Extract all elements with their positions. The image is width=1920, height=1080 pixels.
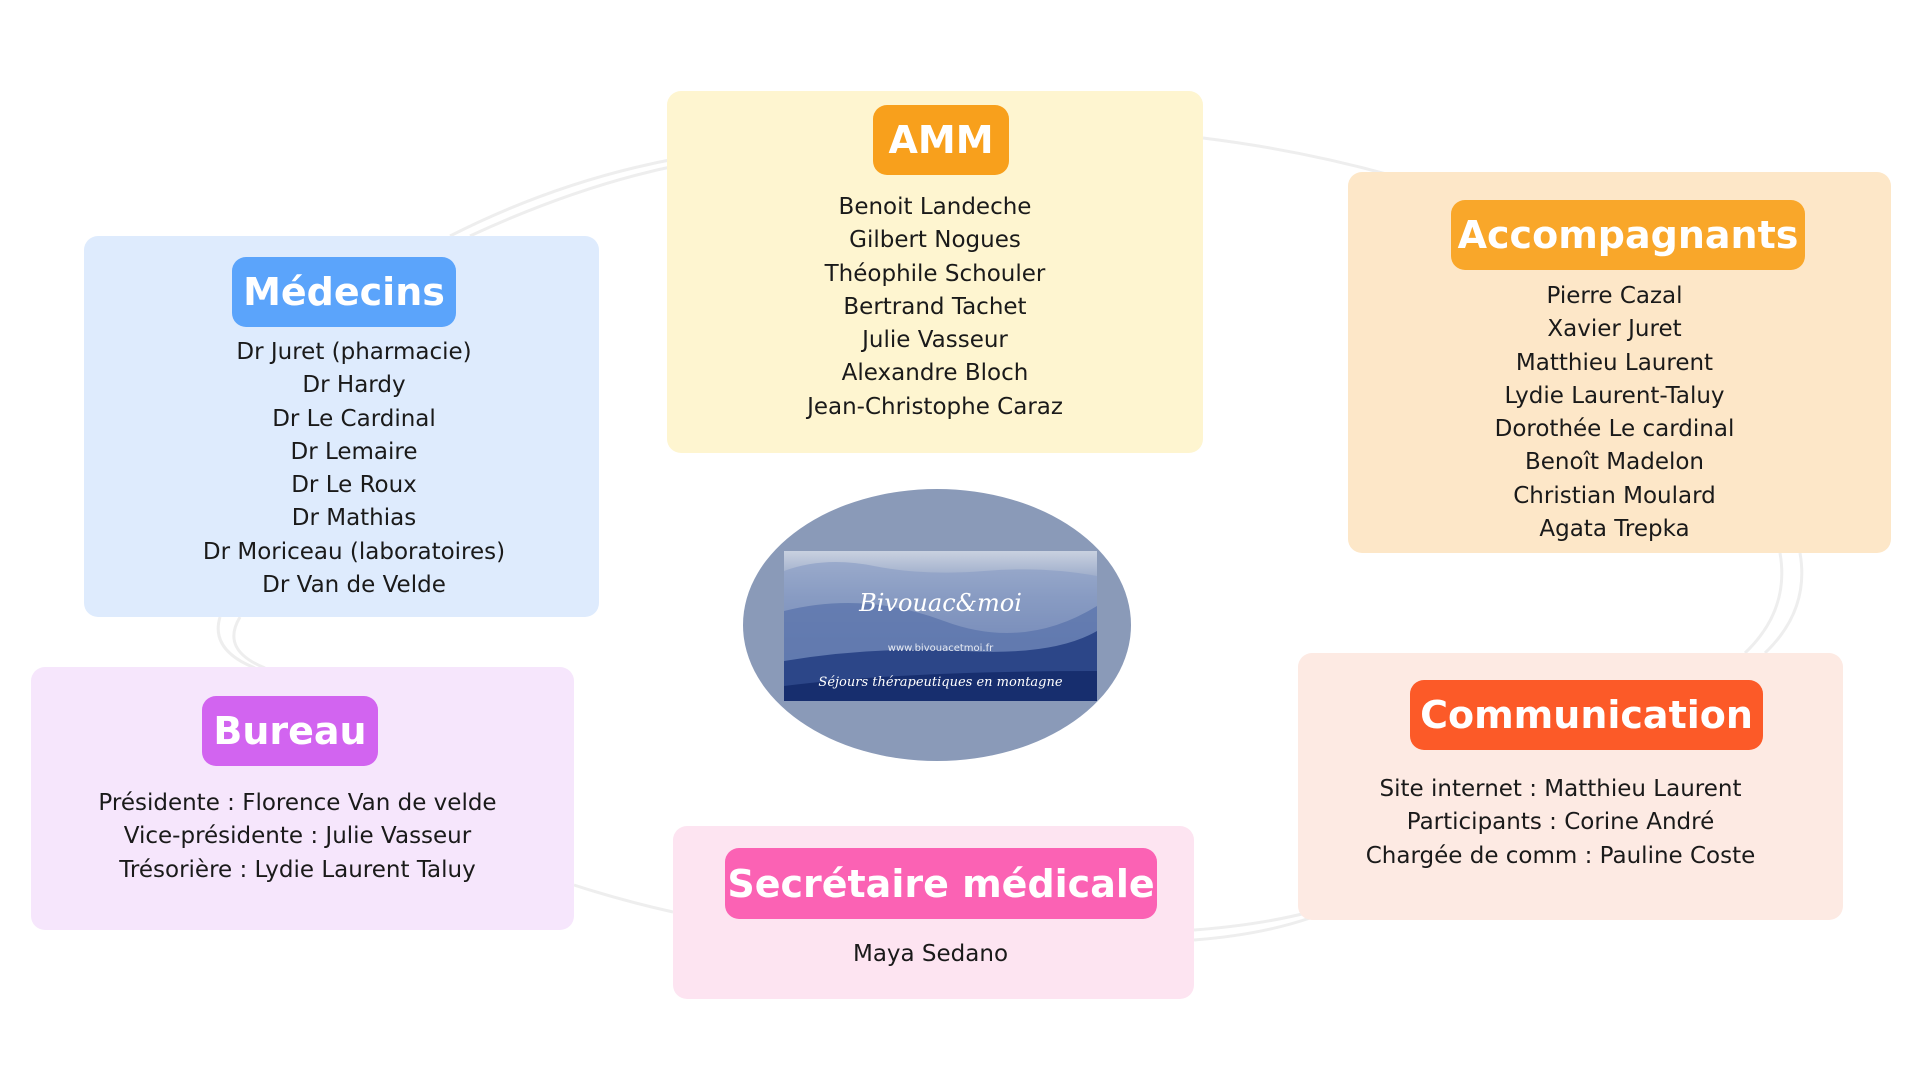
group-title-communication: Communication (1410, 680, 1763, 750)
group-title-bureau: Bureau (202, 696, 378, 766)
member-item: Julie Vasseur (862, 327, 1008, 354)
member-item: Maya Sedano (852, 941, 1009, 967)
brand-url: www.bivouacetmoi.fr (887, 643, 994, 654)
member-item: Théophile Schouler (824, 260, 1046, 287)
member-item: Participants : Corine André (1406, 809, 1715, 836)
member-item: Agata Trepka (1539, 516, 1690, 543)
member-item: Présidente : Florence Van de velde (98, 790, 497, 816)
member-item: Dr Le Cardinal (272, 405, 436, 432)
group-secretaire: Secrétaire médicale Maya Sedano (673, 826, 1194, 999)
member-item: Lydie Laurent-Taluy (1504, 382, 1725, 409)
member-list: Maya Sedano (673, 938, 1188, 971)
member-item: Gilbert Nogues (849, 227, 1021, 254)
member-item: Christian Moulard (1513, 482, 1716, 509)
member-item: Dr Moriceau (laboratoires) (202, 538, 506, 565)
group-bureau: Bureau Présidente : Florence Van de veld… (31, 667, 574, 930)
member-item: Alexandre Bloch (841, 360, 1029, 387)
member-item: Xavier Juret (1547, 316, 1682, 343)
member-item: Pierre Cazal (1546, 283, 1683, 309)
group-communication: Communication Site internet : Matthieu L… (1298, 653, 1843, 920)
member-item: Bertrand Tachet (843, 293, 1027, 320)
member-item: Jean-Christophe Caraz (807, 393, 1063, 420)
member-item: Vice-présidente : Julie Vasseur (123, 823, 472, 850)
brand-logo: Bivouac&moi www.bivouacetmoi.fr Séjours … (784, 551, 1097, 701)
group-title-secretaire: Secrétaire médicale (725, 848, 1157, 919)
member-item: Dorothée Le cardinal (1494, 416, 1735, 443)
member-item: Trésorière : Lydie Laurent Taluy (119, 856, 476, 883)
member-item: Dr Van de Velde (262, 572, 446, 599)
member-list: Dr Juret (pharmacie) Dr Hardy Dr Le Cardin… (109, 336, 599, 602)
member-item: Dr Juret (pharmacie) (236, 339, 472, 365)
group-title-accompagnants: Accompagnants (1451, 200, 1805, 270)
member-item: Dr Mathias (291, 505, 417, 532)
member-item: Benoît Madelon (1524, 449, 1705, 476)
member-item: Chargée de comm : Pauline Coste (1365, 842, 1756, 869)
member-item: Benoit Landeche (838, 194, 1032, 220)
member-item: Dr Hardy (302, 372, 406, 399)
member-item: Site internet : Matthieu Laurent (1379, 776, 1742, 802)
brand-tagline: Séjours thérapeutiques en montagne (818, 675, 1063, 690)
mountains-image (784, 562, 1097, 701)
group-title-medecins: Médecins (232, 257, 456, 327)
brand-name: Bivouac&moi (859, 589, 1022, 617)
member-item: Matthieu Laurent (1515, 349, 1714, 376)
member-item: Dr Lemaire (290, 438, 418, 465)
group-title-amm: AMM (873, 105, 1009, 175)
member-item: Dr Le Roux (291, 472, 417, 499)
